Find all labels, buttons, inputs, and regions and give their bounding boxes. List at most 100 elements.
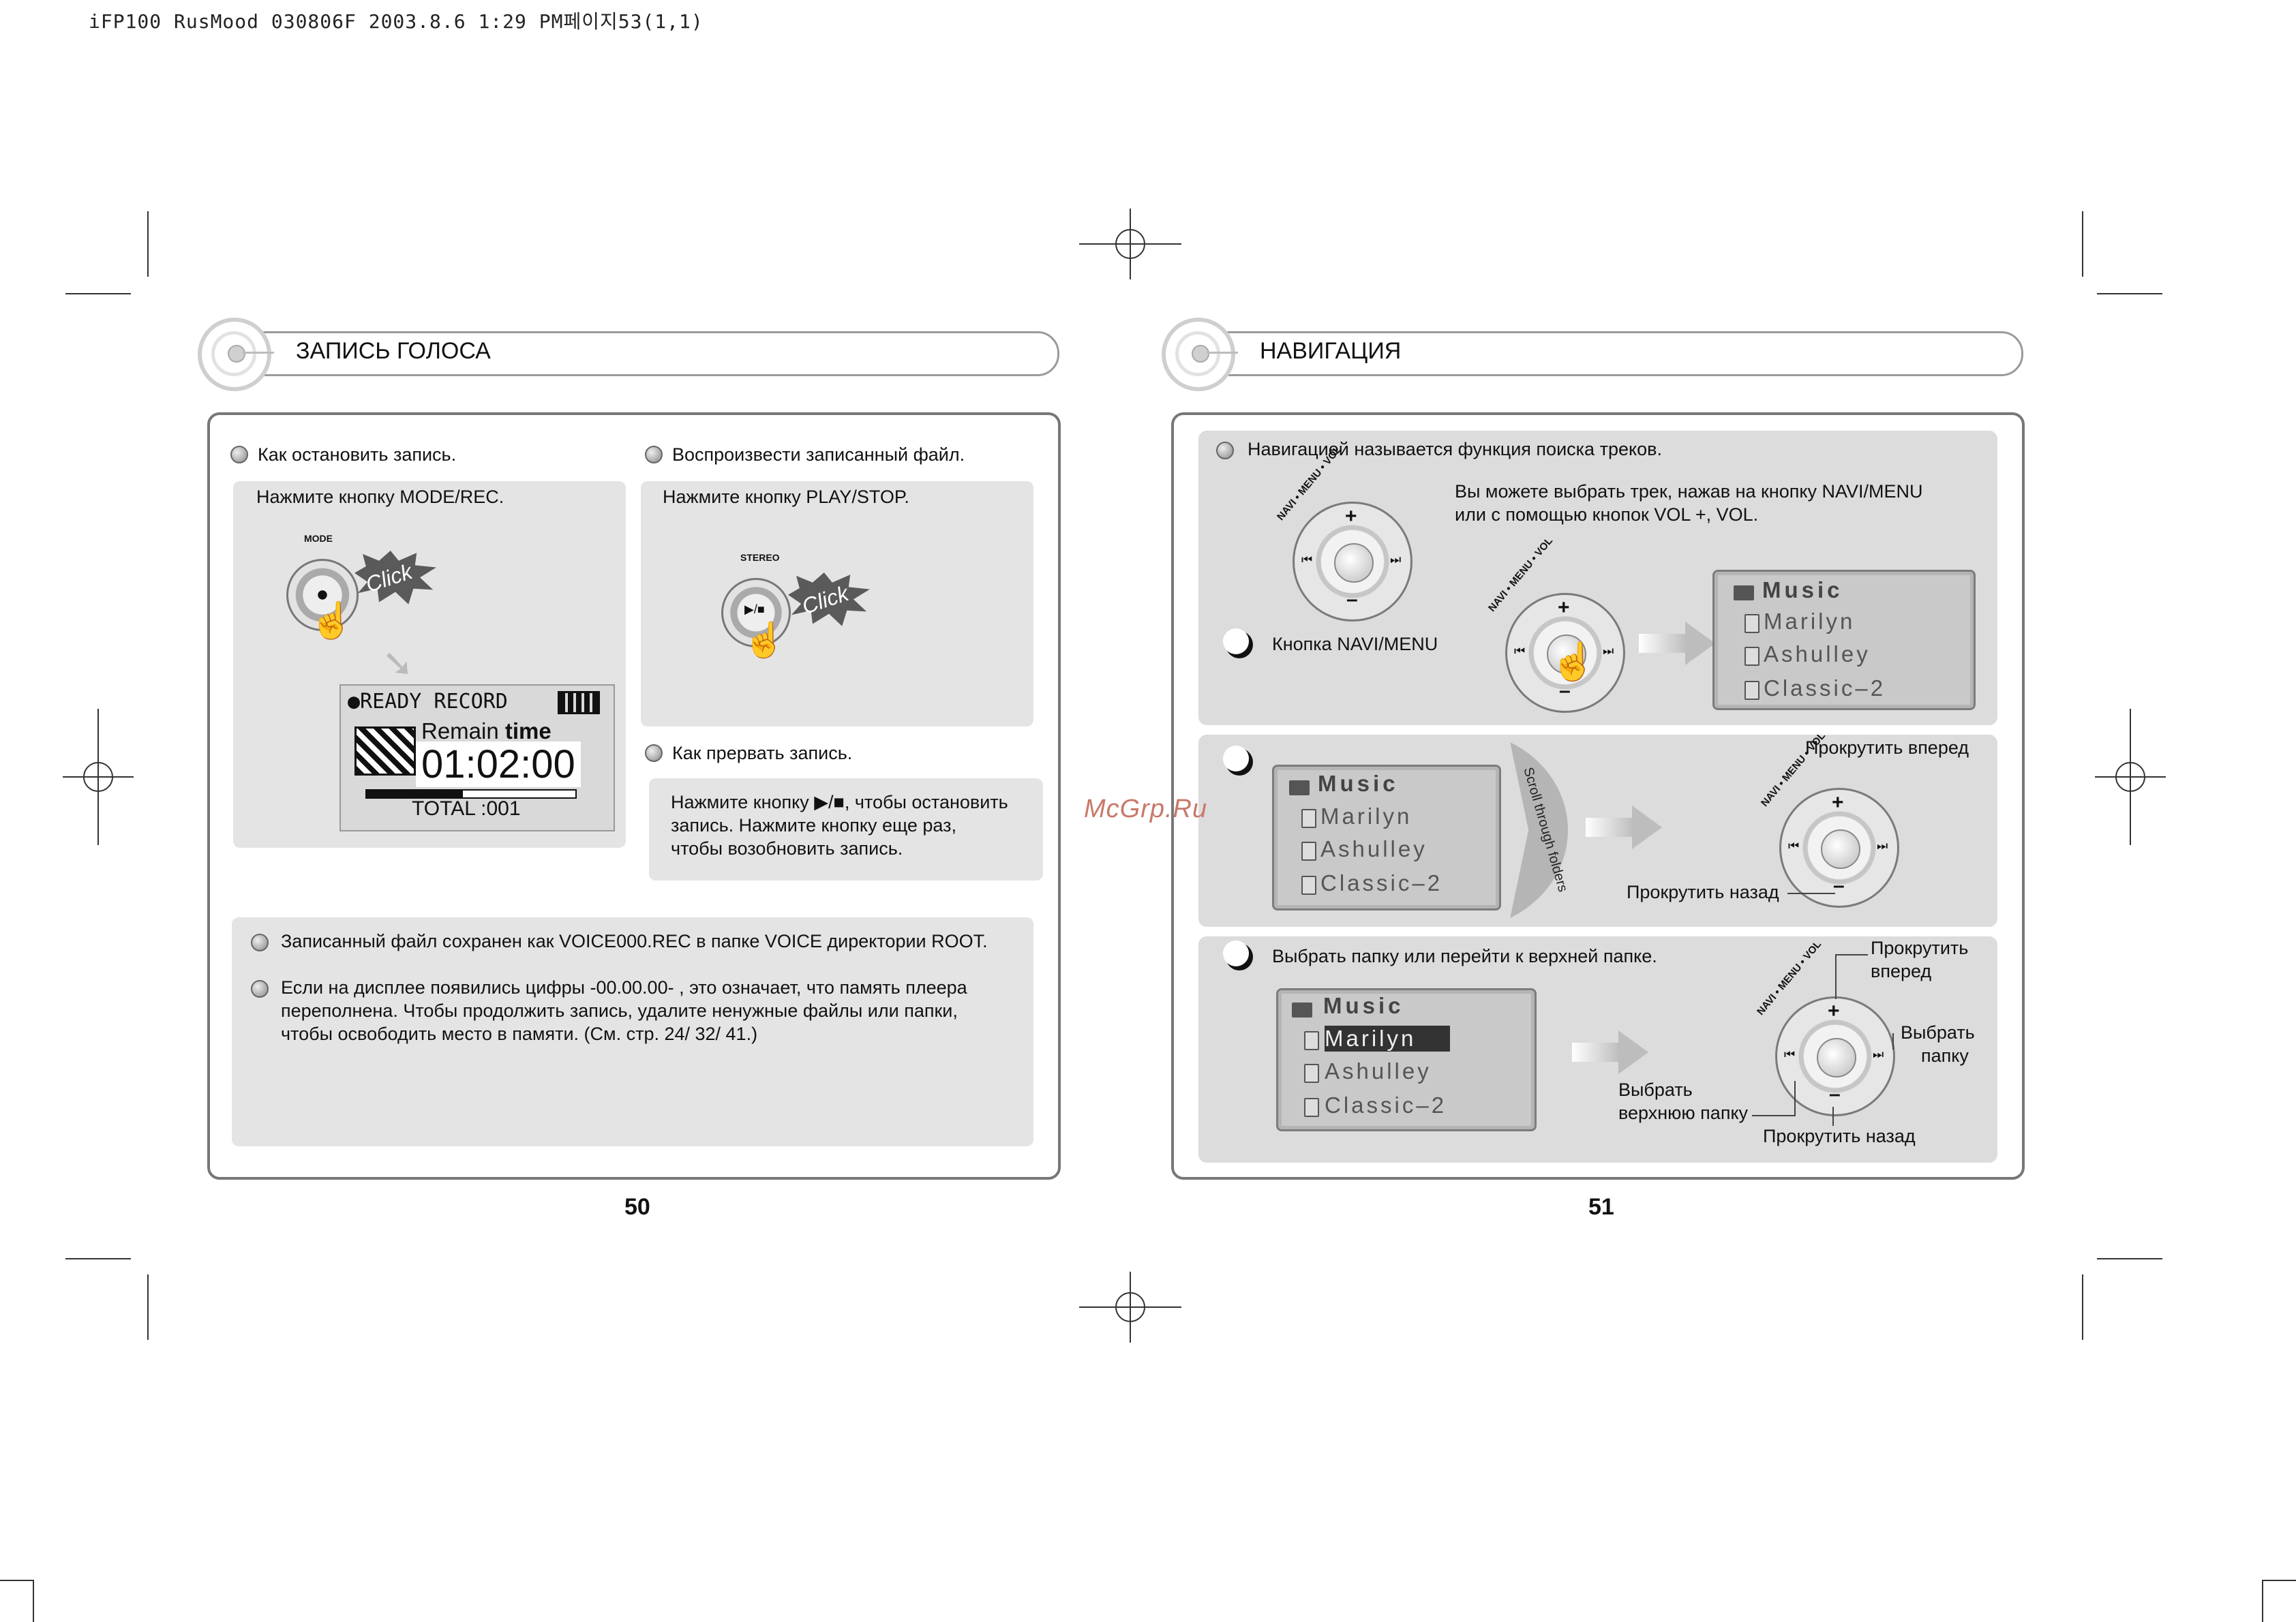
- page-number: 50: [624, 1194, 650, 1220]
- vol-minus-icon: –: [1559, 679, 1571, 702]
- note-memory-full-line1: Если на дисплее появились цифры -00.00.0…: [281, 977, 967, 998]
- step-1-label: Кнопка NAVI/MENU: [1272, 634, 1438, 654]
- menu-folder: Music: [1762, 577, 1843, 602]
- select-folder-label-b: папку: [1921, 1045, 1969, 1066]
- step-2-marker: [1223, 746, 1253, 776]
- section-header-line: [1207, 352, 1238, 354]
- scroll-forward-label-a: Прокрутить: [1871, 938, 1969, 958]
- step-3-marker: [1223, 940, 1253, 970]
- file-icon: [1301, 876, 1316, 895]
- file-icon: [1744, 681, 1759, 700]
- vol-minus-icon: –: [1829, 1083, 1841, 1105]
- section-header-dot: [1192, 345, 1209, 363]
- navigation-intro-line1: Вы можете выбрать трек, нажав на кнопку …: [1455, 481, 1923, 502]
- registration-mark: [63, 741, 134, 812]
- section-header-bar: [213, 331, 1059, 376]
- crop-mark: [147, 211, 149, 277]
- section-header-dot: [228, 345, 245, 363]
- file-icon: [1301, 842, 1316, 861]
- watermark: McGrp.Ru: [1084, 795, 1208, 823]
- file-icon: [1304, 1098, 1319, 1117]
- next-track-icon: ⏭: [1877, 839, 1888, 853]
- crop-mark: [2262, 1580, 2296, 1581]
- crop-mark: [2082, 211, 2083, 277]
- navi-dial: + – ⏮ ⏭: [1779, 788, 1899, 908]
- clapperboard-icon: [354, 726, 416, 776]
- vol-minus-icon: –: [1833, 874, 1845, 897]
- section-header-bar: [1177, 331, 2023, 376]
- file-icon: [1744, 647, 1759, 666]
- prev-track-icon: ⏮: [1788, 839, 1800, 853]
- vol-minus-icon: –: [1346, 588, 1358, 611]
- notes-panel: [232, 917, 1033, 1146]
- pointer-line: [1835, 954, 1837, 999]
- bullet-icon: [251, 934, 269, 951]
- note-memory-full-line2: переполнена. Чтобы продолжить запись, уд…: [281, 1000, 958, 1021]
- hand-pointer-icon: ☝: [1550, 641, 1597, 682]
- navi-dial: + – ⏮ ⏭: [1293, 502, 1413, 622]
- menu-display-1: Music Marilyn Ashulley Classic–2: [1712, 570, 1976, 710]
- mode-button-label: MODE: [304, 533, 333, 544]
- crop-mark: [65, 293, 131, 294]
- lcd-remain-prefix: Remain: [421, 718, 505, 744]
- registration-mark: [2095, 741, 2166, 812]
- navigation-intro-heading: Навигацией называется функция поиска тре…: [1248, 439, 1662, 459]
- pointer-line: [1787, 893, 1835, 894]
- scroll-forward-label: Прокрутить вперед: [1805, 737, 1969, 758]
- next-track-icon: ⏭: [1603, 644, 1614, 658]
- arrow-right-icon: [1572, 1030, 1648, 1074]
- folder-icon: [1734, 585, 1754, 600]
- play-stop-button-icon: [721, 578, 791, 647]
- bullet-icon: [251, 980, 269, 998]
- stop-recording-heading: Как остановить запись.: [258, 444, 457, 465]
- pause-recording-line1: Нажмите кнопку ▶/■, чтобы остановить: [671, 792, 1008, 812]
- pointer-line: [1794, 1081, 1796, 1116]
- play-stop-glyph: ▶/■: [744, 602, 765, 616]
- lcd-remain-bold: time: [504, 718, 552, 744]
- pause-recording-line2: запись. Нажмите кнопку еще раз,: [671, 815, 957, 836]
- hand-pointer-icon: ☝: [309, 601, 354, 641]
- scroll-forward-label-b: вперед: [1871, 961, 1932, 981]
- lcd-total: TOTAL :001: [412, 797, 521, 820]
- registration-mark: [1079, 209, 1181, 279]
- dial-center: [1821, 829, 1860, 869]
- menu-folder: Music: [1318, 771, 1399, 796]
- vol-plus-icon: +: [1832, 791, 1844, 814]
- bullet-icon: [645, 744, 663, 762]
- dial-center: [1817, 1038, 1856, 1077]
- menu-item: Classic–2: [1320, 870, 1443, 896]
- pointer-line: [1835, 954, 1868, 955]
- crop-mark: [33, 1581, 34, 1622]
- scroll-back-label: Прокрутить назад: [1627, 882, 1779, 902]
- registration-mark: [1079, 1272, 1181, 1343]
- arrow-down-right-icon: ➘: [382, 641, 414, 684]
- vol-plus-icon: +: [1558, 596, 1570, 619]
- navi-dial: + – ⏮ ⏭: [1775, 996, 1895, 1116]
- bullet-icon: [645, 446, 663, 463]
- crop-mark: [2082, 1274, 2083, 1340]
- menu-item: Ashulley: [1764, 641, 1871, 667]
- file-icon: [1301, 809, 1316, 828]
- play-file-instruction: Нажмите кнопку PLAY/STOP.: [663, 487, 909, 507]
- select-folder-label-a: Выбрать: [1901, 1022, 1975, 1043]
- pause-recording-line3: чтобы возобновить запись.: [671, 838, 903, 859]
- prev-track-icon: ⏮: [1514, 644, 1526, 658]
- dial-center: [1334, 543, 1374, 583]
- step-3-label: Выбрать папку или перейти к верхней папк…: [1272, 946, 1657, 966]
- file-icon: [1304, 1064, 1319, 1083]
- note-memory-full-line3: чтобы освободить место в памяти. (См. ст…: [281, 1024, 758, 1044]
- menu-item: Classic–2: [1764, 675, 1886, 701]
- menu-item: Classic–2: [1325, 1092, 1447, 1118]
- lcd-status: ●READY RECORD: [348, 690, 508, 714]
- crop-mark: [147, 1274, 149, 1340]
- next-track-icon: ⏭: [1390, 553, 1402, 566]
- menu-folder: Music: [1323, 993, 1404, 1018]
- battery-icon: [558, 691, 600, 714]
- lcd-progress-bar: [365, 789, 577, 799]
- pause-recording-heading: Как прервать запись.: [672, 743, 853, 763]
- crop-mark: [2097, 293, 2162, 294]
- menu-item: Marilyn: [1320, 804, 1413, 829]
- pointer-line: [1752, 1115, 1794, 1116]
- vol-plus-icon: +: [1345, 505, 1357, 527]
- menu-display-3: Music Marilyn Ashulley Classic–2: [1276, 988, 1537, 1131]
